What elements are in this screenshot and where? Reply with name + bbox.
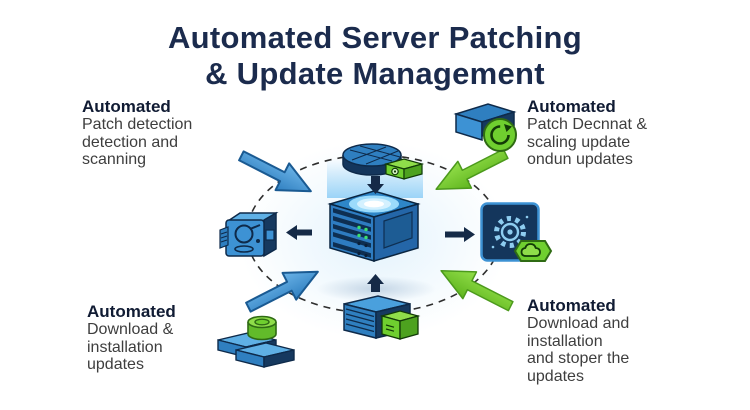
label-bottom-right-line: Download and bbox=[527, 315, 630, 332]
label-top-left-line: detection and bbox=[82, 133, 179, 151]
label-bottom-right-heading: Automated bbox=[527, 296, 616, 315]
label-top-left-heading: Automated bbox=[82, 97, 171, 116]
arrow-left-icon bbox=[286, 225, 312, 240]
label-bottom-left-line: updates bbox=[87, 356, 144, 373]
flow-arrow-top-left bbox=[233, 140, 321, 208]
label-top-right-heading: Automated bbox=[527, 97, 616, 116]
arrow-up-icon bbox=[367, 274, 384, 292]
arrow-down-icon bbox=[367, 176, 384, 194]
network-disk-with-chip-icon bbox=[342, 143, 425, 180]
label-bottom-right-line: installation bbox=[527, 332, 603, 350]
label-bottom-right-line: updates bbox=[527, 367, 584, 385]
update-stack-with-cube-icon bbox=[343, 295, 421, 340]
label-bottom-left-line: installation bbox=[87, 338, 163, 356]
flow-arrow-bottom-left bbox=[240, 255, 328, 323]
label-bottom-right-line: and stoper the bbox=[527, 350, 630, 367]
label-top-right-line: ondun updates bbox=[527, 151, 633, 168]
label-bottom-left: Automated Download & installation update… bbox=[87, 302, 176, 374]
label-top-right-line: Patch Decnnat & bbox=[527, 116, 648, 133]
label-top-right: Automated Patch Decnnat & scaling update… bbox=[527, 97, 647, 169]
flow-arrow-top-right bbox=[426, 138, 514, 206]
bricks-with-database-icon bbox=[217, 315, 295, 368]
package-sync-icon bbox=[453, 103, 517, 152]
label-bottom-right: Automated Download and installation and … bbox=[527, 296, 629, 385]
title-line-1: Automated Server Patching bbox=[167, 20, 583, 55]
cloud-hexagon-badge-icon bbox=[513, 240, 553, 262]
patch-scanner-device-icon bbox=[219, 211, 279, 258]
label-top-right-line: scaling update bbox=[527, 133, 631, 151]
settings-gear-chip-icon bbox=[480, 202, 553, 262]
label-bottom-left-line: Download & bbox=[87, 321, 174, 338]
label-top-left: Automated Patch detection detection and … bbox=[82, 97, 192, 169]
arrow-right-icon bbox=[445, 227, 475, 242]
server-tower-icon bbox=[327, 190, 421, 263]
label-top-left-line: scanning bbox=[82, 151, 147, 168]
label-bottom-left-heading: Automated bbox=[87, 302, 176, 321]
title-line-2: & Update Management bbox=[205, 55, 545, 91]
label-top-left-line: Patch detection bbox=[82, 116, 193, 133]
flow-arrow-bottom-right bbox=[431, 254, 519, 322]
page-title: Automated Server Patching & Update Manag… bbox=[0, 20, 750, 91]
